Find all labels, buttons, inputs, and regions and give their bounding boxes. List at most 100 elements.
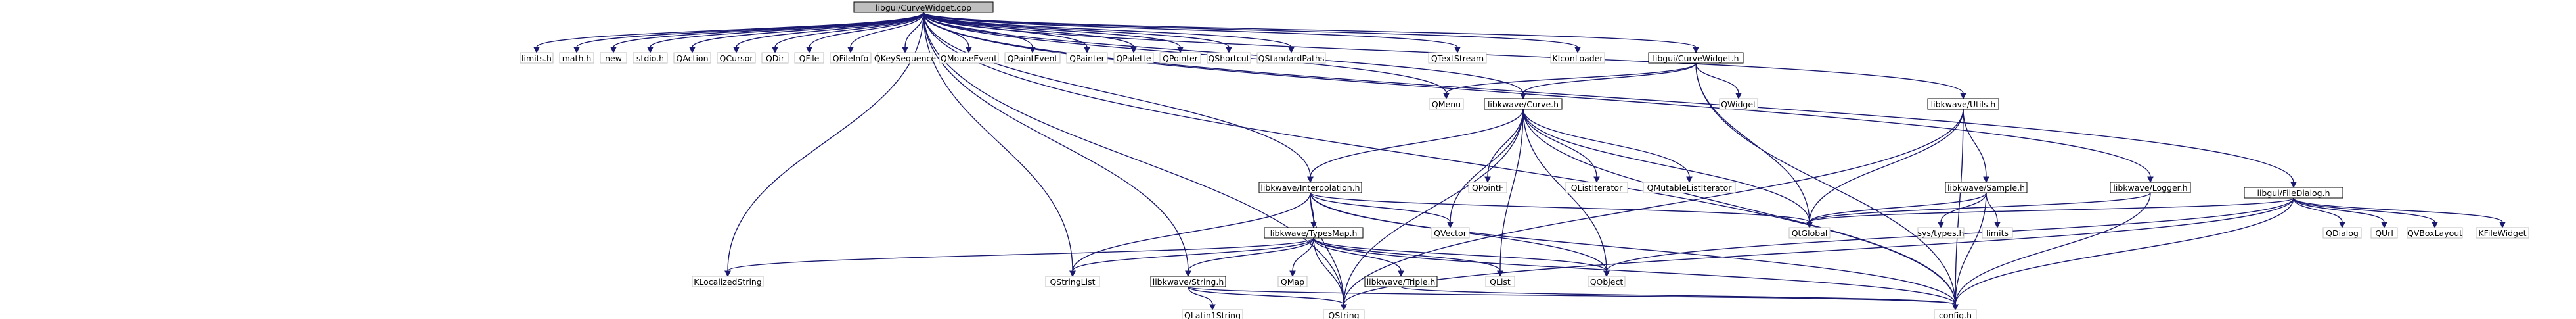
node-box — [877, 52, 933, 64]
edge-FileDialog_h-to-QUrl — [2293, 197, 2385, 223]
arrowhead-Sample_h — [1983, 176, 1989, 184]
node-box — [1648, 52, 1744, 64]
node-limits: limits — [1982, 227, 2013, 239]
node-box — [1159, 52, 1201, 64]
node-box — [1719, 98, 1758, 110]
edge-CurveWidget_h-to-QtGlobal — [1695, 62, 1810, 223]
node-QMouseEvent: QMouseEvent — [939, 52, 999, 64]
edge-root-to-config_h — [923, 12, 1956, 305]
node-label: QKeySequence — [874, 53, 936, 63]
edge-Interpolation_h-to-QStringList — [1072, 192, 1311, 272]
node-label: QStandardPaths — [1258, 53, 1325, 63]
node-QDir: QDir — [761, 52, 789, 64]
node-QListIterator: QListIterator — [1565, 182, 1628, 193]
arrowhead-QPainter — [1084, 47, 1090, 54]
node-label: QFileInfo — [833, 53, 868, 63]
node-label: QDialog — [2326, 228, 2359, 238]
edge-Sample_h-to-QtGlobal — [1809, 192, 1987, 223]
edge-Utils_h-to-QtGlobal — [1809, 109, 1964, 223]
node-box — [1258, 182, 1362, 193]
arrowhead-String_h — [1185, 270, 1191, 278]
node-label: QLatin1String — [1184, 310, 1241, 319]
node-label: QList — [1490, 277, 1511, 287]
node-box — [1643, 182, 1736, 193]
node-QTextStream: QTextStream — [1428, 52, 1487, 64]
node-QFileInfo: QFileInfo — [830, 52, 872, 64]
edge-TypesMap_h-to-String_h — [1188, 237, 1314, 272]
node-Utils_h[interactable]: libkwave/Utils.h — [1927, 98, 1999, 110]
edge-root-to-String_h — [923, 12, 1189, 272]
edge-TypesMap_h-to-QObject — [1313, 237, 1607, 272]
node-TypesMap_h[interactable]: libkwave/TypesMap.h — [1264, 227, 1364, 239]
node-QAction: QAction — [673, 52, 711, 64]
edge-Curve_h-to-Interpolation_h — [1310, 109, 1524, 178]
arrowhead-stdio_h — [647, 47, 654, 54]
node-label: libkwave/Logger.h — [2113, 183, 2187, 193]
node-box — [1113, 52, 1154, 64]
arrowhead-QWidget — [1735, 93, 1742, 100]
node-QVector: QVector — [1431, 227, 1470, 239]
node-box — [1934, 309, 1977, 319]
node-Sample_h[interactable]: libkwave/Sample.h — [1945, 182, 2028, 193]
node-QMutableListIterator: QMutableListIterator — [1643, 182, 1736, 193]
node-Interpolation_h[interactable]: libkwave/Interpolation.h — [1258, 182, 1362, 193]
edge-Curve_h-to-config_h — [1522, 109, 1956, 305]
edge-CurveWidget_h-to-QWidget — [1695, 62, 1739, 94]
edge-TypesMap_h-to-QList — [1313, 237, 1501, 272]
node-box — [1428, 52, 1487, 64]
arrowhead-KLocalizedString — [724, 270, 731, 278]
node-Logger_h[interactable]: libkwave/Logger.h — [2110, 182, 2191, 193]
arrowhead-Curve_h — [1520, 93, 1526, 100]
edge-Interpolation_h-to-QtGlobal — [1310, 192, 1810, 223]
edge-root-to-QCursor — [736, 12, 924, 48]
node-QLatin1String: QLatin1String — [1182, 309, 1243, 319]
edge-Curve_h-to-QList — [1499, 109, 1524, 272]
edge-TypesMap_h-to-Triple_h — [1313, 237, 1402, 272]
node-KLocalizedString: KLocalizedString — [692, 276, 764, 287]
node-box — [1945, 182, 2028, 193]
node-QStandardPaths: QStandardPaths — [1256, 52, 1326, 64]
node-QList: QList — [1485, 276, 1515, 287]
node-CurveWidget_h[interactable]: libgui/CurveWidget.h — [1648, 52, 1744, 64]
node-label: QMouseEvent — [941, 53, 997, 63]
node-FileDialog_h[interactable]: libgui/FileDialog.h — [2244, 187, 2343, 199]
arrowhead-limits — [1994, 222, 2001, 229]
node-label: QObject — [1590, 277, 1624, 287]
node-label: QtGlobal — [1792, 228, 1828, 238]
node-box — [1256, 52, 1326, 64]
node-box — [1004, 52, 1061, 64]
node-QPointer: QPointer — [1159, 52, 1201, 64]
edge-Logger_h-to-QtGlobal — [1809, 192, 2151, 223]
node-QKeySequence: QKeySequence — [874, 52, 936, 64]
node-QPainter: QPainter — [1066, 52, 1108, 64]
arrowhead-QObject — [1603, 270, 1610, 278]
arrowhead-QCursor — [733, 47, 740, 54]
node-label: KLocalizedString — [694, 277, 762, 287]
edge-Logger_h-to-config_h — [1955, 192, 2151, 305]
node-QMenu: QMenu — [1429, 98, 1464, 110]
node-label: QPointer — [1163, 53, 1199, 63]
edge-FileDialog_h-to-config_h — [1955, 197, 2294, 305]
arrowhead-QMutableListIterator — [1686, 176, 1693, 184]
node-root[interactable]: libgui/CurveWidget.cpp — [853, 1, 994, 13]
node-label: QMenu — [1432, 99, 1461, 109]
node-String_h[interactable]: libkwave/String.h — [1150, 276, 1226, 287]
arrowhead-QFile — [806, 47, 812, 54]
node-label: stdio.h — [636, 53, 664, 63]
arrowhead-QDialog — [2339, 222, 2345, 229]
node-label: QString — [1328, 310, 1359, 319]
node-Triple_h[interactable]: libkwave/Triple.h — [1364, 276, 1438, 287]
node-box — [692, 276, 764, 287]
node-Curve_h[interactable]: libkwave/Curve.h — [1484, 98, 1563, 110]
node-QUrl: QUrl — [2370, 227, 2398, 239]
node-label: sys/types.h — [1918, 228, 1965, 238]
node-label: QShortcut — [1208, 53, 1249, 63]
node-label: limits — [1986, 228, 2009, 238]
edge-root-to-QShortcut — [923, 12, 1230, 48]
edge-root-to-QString — [923, 12, 1344, 305]
edge-Curve_h-to-QString — [1343, 109, 1524, 305]
node-QStringList: QStringList — [1045, 276, 1100, 287]
node-box — [1982, 227, 2013, 239]
arrowhead-KIconLoader — [1574, 47, 1581, 54]
node-label: QStringList — [1050, 277, 1096, 287]
